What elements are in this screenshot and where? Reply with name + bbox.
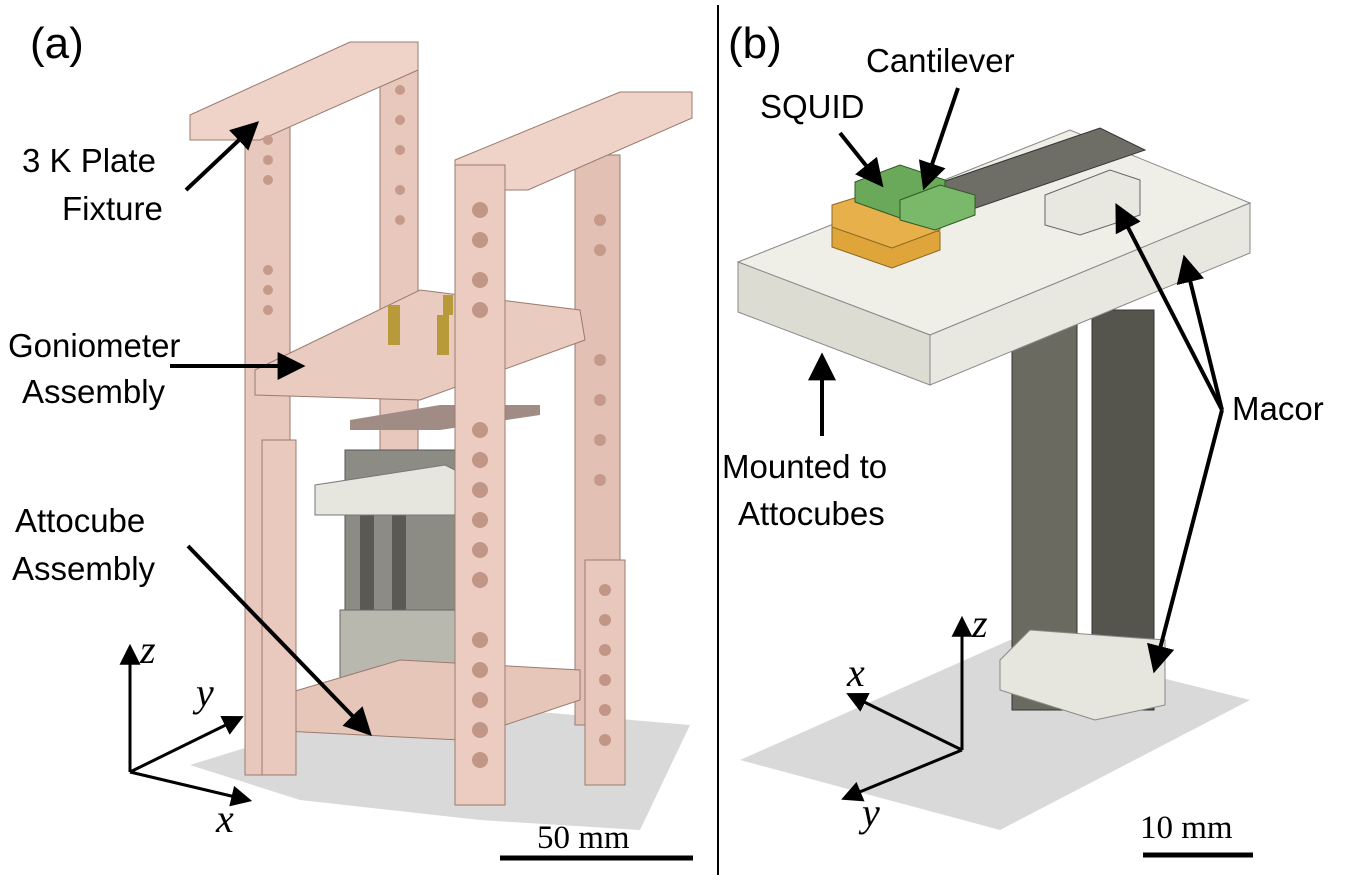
- arrow-attocube: [186, 544, 372, 737]
- front-post-right: [584, 559, 626, 786]
- panel-a: (a) 3 K Plate Fixture Goniometer Assembl…: [8, 19, 693, 861]
- panel-b: (b) SQUID Cantilever Macor Mounted to At…: [722, 19, 1324, 858]
- attocube-top-plate: [350, 405, 540, 430]
- arrow-squid: [838, 131, 884, 188]
- arrow-macor-1: [1115, 203, 1224, 411]
- axis-label-y-a: y: [192, 670, 214, 715]
- macor-foot: [999, 629, 1166, 721]
- callout-attocube-line2: Assembly: [12, 550, 156, 587]
- gonio-post-3: [443, 295, 453, 315]
- callout-goniometer-line1: Goniometer: [8, 327, 180, 364]
- callout-plate-fixture-line2: Fixture: [62, 190, 163, 227]
- gonio-post-2: [437, 315, 449, 355]
- callout-goniometer-line2: Assembly: [22, 373, 166, 410]
- panel-a-label: (a): [30, 19, 84, 68]
- callout-squid: SQUID: [760, 88, 865, 125]
- gonio-post-1: [388, 305, 400, 345]
- goniometer-plate: [254, 289, 586, 401]
- axes-a: [119, 643, 253, 807]
- callout-attocube-line1: Attocube: [15, 502, 145, 539]
- axis-label-z-a: z: [139, 627, 156, 672]
- callout-mounted-line2: Attocubes: [738, 495, 885, 532]
- macor-block-side: [929, 202, 1251, 386]
- arrow-macor-3: [1147, 409, 1224, 674]
- callout-plate-fixture-line1: 3 K Plate: [22, 142, 156, 179]
- panel-b-label: (b): [728, 19, 782, 68]
- floor-shadow-b: [740, 640, 1250, 830]
- scale-bar-label-a: 50 mm: [537, 820, 630, 856]
- axis-label-x-b: x: [846, 650, 865, 695]
- arrow-plate-fixture: [184, 121, 260, 192]
- axis-label-y-b: y: [858, 790, 880, 835]
- top-plate-left: [189, 41, 419, 141]
- axis-label-x-a: x: [215, 796, 234, 841]
- axis-label-z-b: z: [971, 601, 988, 646]
- front-post-holes: [472, 202, 611, 768]
- scale-bar-label-b: 10 mm: [1140, 810, 1233, 846]
- lower-left-post: [261, 439, 297, 776]
- axes-b: [841, 615, 973, 802]
- arrow-macor-2: [1176, 254, 1224, 411]
- callout-macor: Macor: [1232, 390, 1324, 427]
- callout-cantilever: Cantilever: [866, 42, 1015, 79]
- arrow-cantilever: [918, 87, 960, 191]
- callout-mounted-line1: Mounted to: [722, 448, 887, 485]
